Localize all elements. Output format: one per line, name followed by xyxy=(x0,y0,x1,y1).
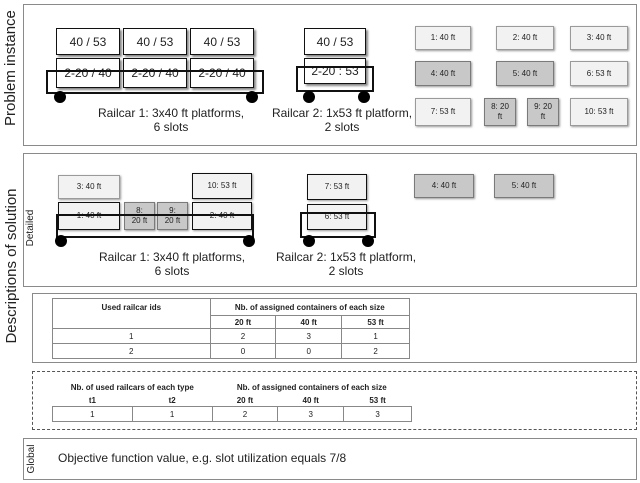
container-1: 1: 40 ft xyxy=(415,26,471,50)
table-cell: 0 xyxy=(275,343,343,359)
rc1-wheel-right xyxy=(246,91,258,103)
table-header-row: Nb. of used railcars of each type Nb. of… xyxy=(53,380,412,394)
container-5: 5: 40 ft xyxy=(496,61,554,86)
detail-railcar-1-frame xyxy=(56,214,254,238)
table-cell: 2 xyxy=(52,343,211,359)
table-row: 1 1 2 3 3 xyxy=(52,406,412,422)
railcar-ids-table: Used railcar ids Nb. of assigned contain… xyxy=(52,298,411,359)
detail-rc1-wheel-right xyxy=(243,235,255,247)
table-cell: 1 xyxy=(52,406,133,422)
header-nb-assigned: Nb. of assigned containers of each size xyxy=(236,382,387,392)
table-header-row: Used railcar ids Nb. of assigned contain… xyxy=(52,298,411,329)
problem-instance-label: Problem instance xyxy=(2,10,19,126)
type-t1: t1 xyxy=(52,394,133,407)
caption-line-1: Railcar 2: 1x53 ft platform, xyxy=(271,106,413,120)
railcar-1-frame xyxy=(46,70,264,94)
container-4: 4: 40 ft xyxy=(415,61,471,86)
size-40ft: 40 ft xyxy=(275,315,343,329)
caption-line-2: 2 slots xyxy=(324,120,360,134)
detail-railcar-2-caption: Railcar 2: 1x53 ft platform, 2 slots xyxy=(264,250,428,278)
detail-container-8: 8:20 ft xyxy=(124,202,155,230)
caption-line-1: Railcar 1: 3x40 ft platforms, xyxy=(98,250,246,264)
table-cell: 3 xyxy=(343,406,412,422)
rc1-top-slot-2: 40 / 53 xyxy=(123,28,187,55)
size-53ft: 53 ft xyxy=(341,315,410,329)
global-label: Global xyxy=(26,444,37,474)
detail-railcar-2-frame xyxy=(300,212,376,238)
railcar-types-table: Nb. of used railcars of each type Nb. of… xyxy=(52,380,412,422)
detail-rc2-wheel-left xyxy=(303,235,315,247)
unassigned-container-4: 4: 40 ft xyxy=(414,174,474,198)
container-2: 2: 40 ft xyxy=(496,26,554,50)
detail-railcar-1-caption: Railcar 1: 3x40 ft platforms, 6 slots xyxy=(84,250,260,278)
size-40ft: 40 ft xyxy=(277,394,344,407)
detailed-label: Detailed xyxy=(25,209,36,247)
rc2-wheel-left xyxy=(303,91,315,103)
table-cell: 1 xyxy=(131,406,213,422)
rc2-top-slot: 40 / 53 xyxy=(304,28,366,55)
table-cell: 1 xyxy=(52,328,211,344)
unassigned-container-5: 5: 40 ft xyxy=(494,174,554,198)
table-cell: 1 xyxy=(341,328,410,344)
caption-line-1: Railcar 2: 1x53 ft platform, xyxy=(275,250,417,264)
rc1-bottom-slot-3: 2-20 / 40 xyxy=(190,58,254,88)
caption-line-1: Railcar 1: 3x40 ft platforms, xyxy=(97,106,245,120)
objective-function-text: Objective function value, e.g. slot util… xyxy=(58,451,347,465)
container-3: 3: 40 ft xyxy=(570,26,628,50)
table-cell: 2 xyxy=(211,406,279,422)
header-used-railcar-ids: Used railcar ids xyxy=(52,298,211,329)
table-cell: 2 xyxy=(209,328,277,344)
detail-rc1-wheel-left xyxy=(55,235,67,247)
container-10: 10: 53 ft xyxy=(570,98,628,126)
railcar-2-frame xyxy=(296,66,374,92)
container-6: 6: 53 ft xyxy=(570,61,628,86)
caption-line-2: 6 slots xyxy=(153,120,189,134)
size-53ft: 53 ft xyxy=(343,394,412,407)
container-7: 7: 53 ft xyxy=(415,98,471,126)
table-cell: 3 xyxy=(277,406,345,422)
table-row: 1 2 3 1 xyxy=(52,328,410,344)
railcar-1-caption: Railcar 1: 3x40 ft platforms, 6 slots xyxy=(86,106,256,134)
caption-line-2: 2 slots xyxy=(328,264,364,278)
railcar-2-caption: Railcar 2: 1x53 ft platform, 2 slots xyxy=(262,106,422,134)
detail-rc2-wheel-right xyxy=(362,235,374,247)
detail-container-10: 10: 53 ft xyxy=(192,173,252,199)
size-20ft: 20 ft xyxy=(212,394,278,407)
table-cell: 0 xyxy=(209,343,277,359)
type-t2: t2 xyxy=(132,394,213,407)
size-20ft: 20 ft xyxy=(209,315,277,329)
table-row: 2 0 0 2 xyxy=(52,343,410,359)
caption-line-2: 6 slots xyxy=(154,264,190,278)
header-nb-assigned: Nb. of assigned containers of each size xyxy=(209,298,411,316)
rc1-bottom-slot-1: 2-20 / 40 xyxy=(56,58,120,88)
rc1-top-slot-3: 40 / 53 xyxy=(190,28,254,55)
detail-container-3: 3: 40 ft xyxy=(58,175,120,199)
detail-container-6: 6: 53 ft xyxy=(307,204,367,230)
rc1-bottom-slot-2: 2-20 / 40 xyxy=(123,58,187,88)
rc1-top-slot-1: 40 / 53 xyxy=(56,28,120,55)
detail-container-9: 9:20 ft xyxy=(157,202,188,230)
table-subheader-row: t1 t2 20 ft 40 ft 53 ft xyxy=(52,394,412,407)
rc2-wheel-right xyxy=(358,91,370,103)
table-cell: 2 xyxy=(341,343,410,359)
header-nb-used-railcars: Nb. of used railcars of each type xyxy=(70,382,194,392)
table-cell: 3 xyxy=(275,328,343,344)
detail-container-7: 7: 53 ft xyxy=(307,174,367,200)
descriptions-of-solution-label: Descriptions of solution xyxy=(3,188,20,344)
rc1-wheel-left xyxy=(54,91,66,103)
table-size-row: 20 ft 40 ft 53 ft xyxy=(53,315,410,329)
global-panel xyxy=(23,438,637,480)
